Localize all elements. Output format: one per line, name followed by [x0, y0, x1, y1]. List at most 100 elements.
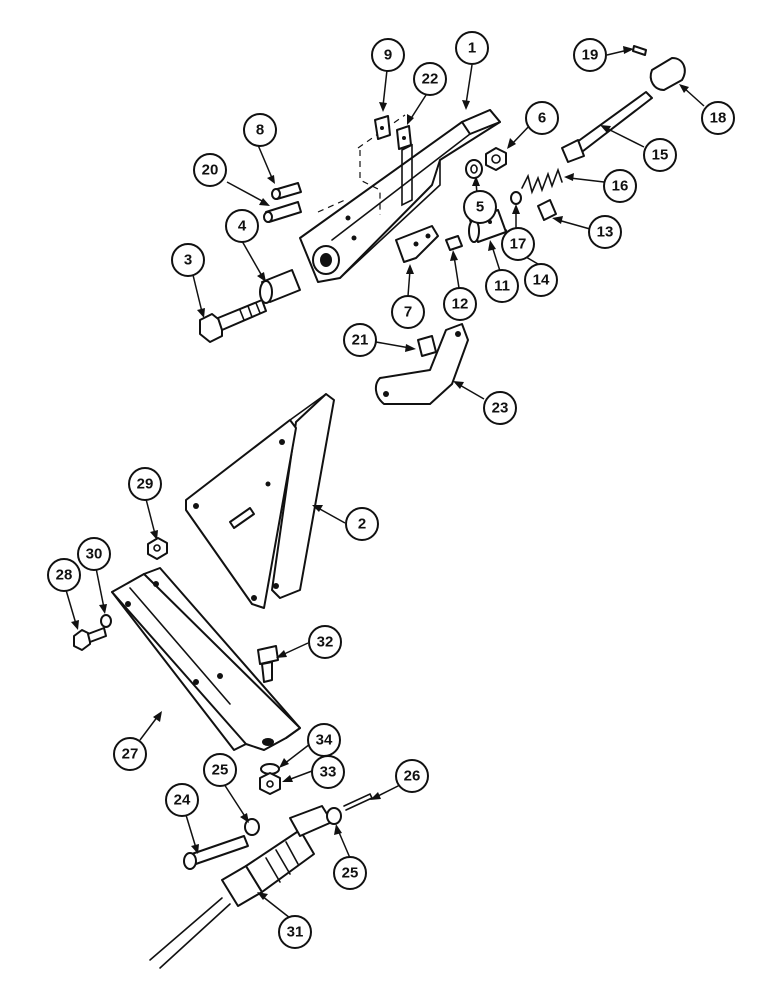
callout-label-24: 24: [174, 792, 191, 809]
callout-label-5: 5: [476, 199, 484, 216]
part-bushing-21: [417, 335, 437, 357]
callout-label-15: 15: [652, 147, 669, 164]
callout-33: 33: [311, 755, 345, 789]
part-nut-29: [147, 537, 168, 560]
part-cotter-pin-26: [343, 792, 374, 811]
part-pin-19: [632, 45, 647, 56]
callout-2: 2: [345, 507, 379, 541]
callout-label-18: 18: [710, 110, 727, 127]
callout-23: 23: [483, 391, 517, 425]
callout-label-25-left: 25: [212, 762, 229, 779]
part-pin-8: [271, 182, 302, 200]
callout-label-6: 6: [538, 110, 546, 127]
part-nut-33: [259, 772, 281, 795]
part-washer-25-right: [326, 807, 342, 825]
callout-15: 15: [643, 138, 677, 172]
callout-17: 17: [501, 227, 535, 261]
part-clip-13: [537, 199, 557, 221]
callout-5: 5: [463, 190, 497, 224]
part-knob-18: [649, 57, 686, 91]
callout-label-1: 1: [468, 40, 476, 57]
callout-label-17: 17: [510, 236, 527, 253]
callout-label-29: 29: [137, 476, 154, 493]
callout-label-14: 14: [533, 272, 550, 289]
part-plate-23: [374, 323, 469, 405]
callout-label-7: 7: [404, 304, 412, 321]
callout-label-3: 3: [184, 252, 192, 269]
part-washer-25-left: [244, 818, 260, 836]
callout-9: 9: [371, 38, 405, 72]
callout-28: 28: [47, 558, 81, 592]
part-pin-24: [183, 835, 249, 870]
callout-26: 26: [395, 759, 429, 793]
callout-25-right: 25: [333, 856, 367, 890]
callout-20: 20: [193, 153, 227, 187]
callout-32: 32: [308, 625, 342, 659]
callout-31: 31: [278, 915, 312, 949]
part-pin-12: [445, 235, 463, 251]
part-sleeve-4: [259, 269, 301, 304]
leader-lines: [65, 46, 705, 919]
part-clip-9: [374, 115, 391, 140]
part-pin-20: [263, 201, 302, 223]
callout-22: 22: [413, 62, 447, 96]
callout-18: 18: [701, 101, 735, 135]
part-rod-15: [561, 91, 653, 163]
part-clip-22: [396, 125, 412, 150]
callout-label-9: 9: [384, 47, 392, 64]
callout-6: 6: [525, 101, 559, 135]
callout-11: 11: [485, 269, 519, 303]
callout-label-20: 20: [202, 162, 219, 179]
callout-7: 7: [391, 295, 425, 329]
part-bolt-28: [73, 627, 107, 651]
callout-25-left: 25: [203, 753, 237, 787]
callout-13: 13: [588, 215, 622, 249]
part-washer-30: [100, 614, 112, 628]
callout-label-26: 26: [404, 768, 421, 785]
callout-label-32: 32: [317, 634, 334, 651]
callout-3: 3: [171, 243, 205, 277]
callout-label-30: 30: [86, 546, 103, 563]
callout-label-2: 2: [358, 516, 366, 533]
part-cable-31: [149, 805, 333, 969]
callout-12: 12: [443, 287, 477, 321]
part-bracket-27: [111, 567, 301, 751]
callout-24: 24: [165, 783, 199, 817]
callout-21: 21: [343, 323, 377, 357]
callout-label-19: 19: [582, 47, 599, 64]
callout-label-31: 31: [287, 924, 304, 941]
callout-label-4: 4: [238, 218, 247, 235]
callout-label-33: 33: [320, 764, 337, 781]
callout-label-11: 11: [494, 278, 510, 295]
callout-16: 16: [603, 169, 637, 203]
callout-label-21: 21: [352, 332, 369, 349]
callout-label-27: 27: [122, 746, 139, 763]
part-bolt-3: [199, 299, 267, 343]
callout-34: 34: [307, 723, 341, 757]
part-bracket-2: [185, 393, 335, 609]
callout-label-13: 13: [597, 224, 614, 241]
part-nut-6: [485, 147, 507, 171]
callout-label-23: 23: [492, 400, 509, 417]
part-spring-16: [521, 167, 563, 195]
callout-29: 29: [128, 467, 162, 501]
part-lever-body: [299, 109, 501, 283]
callout-label-8: 8: [256, 122, 264, 139]
callout-label-16: 16: [612, 178, 629, 195]
callout-14: 14: [524, 263, 558, 297]
callout-19: 19: [573, 38, 607, 72]
callout-label-34: 34: [316, 732, 333, 749]
callout-label-25-right: 25: [342, 865, 359, 882]
callout-label-22: 22: [422, 71, 439, 88]
callout-30: 30: [77, 537, 111, 571]
callout-1: 1: [455, 31, 489, 65]
callout-label-12: 12: [452, 296, 469, 313]
callout-4: 4: [225, 209, 259, 243]
part-washer-5: [465, 159, 483, 179]
callout-8: 8: [243, 113, 277, 147]
part-bolt-32: [257, 645, 279, 683]
part-washer-17: [510, 191, 522, 205]
callout-27: 27: [113, 737, 147, 771]
